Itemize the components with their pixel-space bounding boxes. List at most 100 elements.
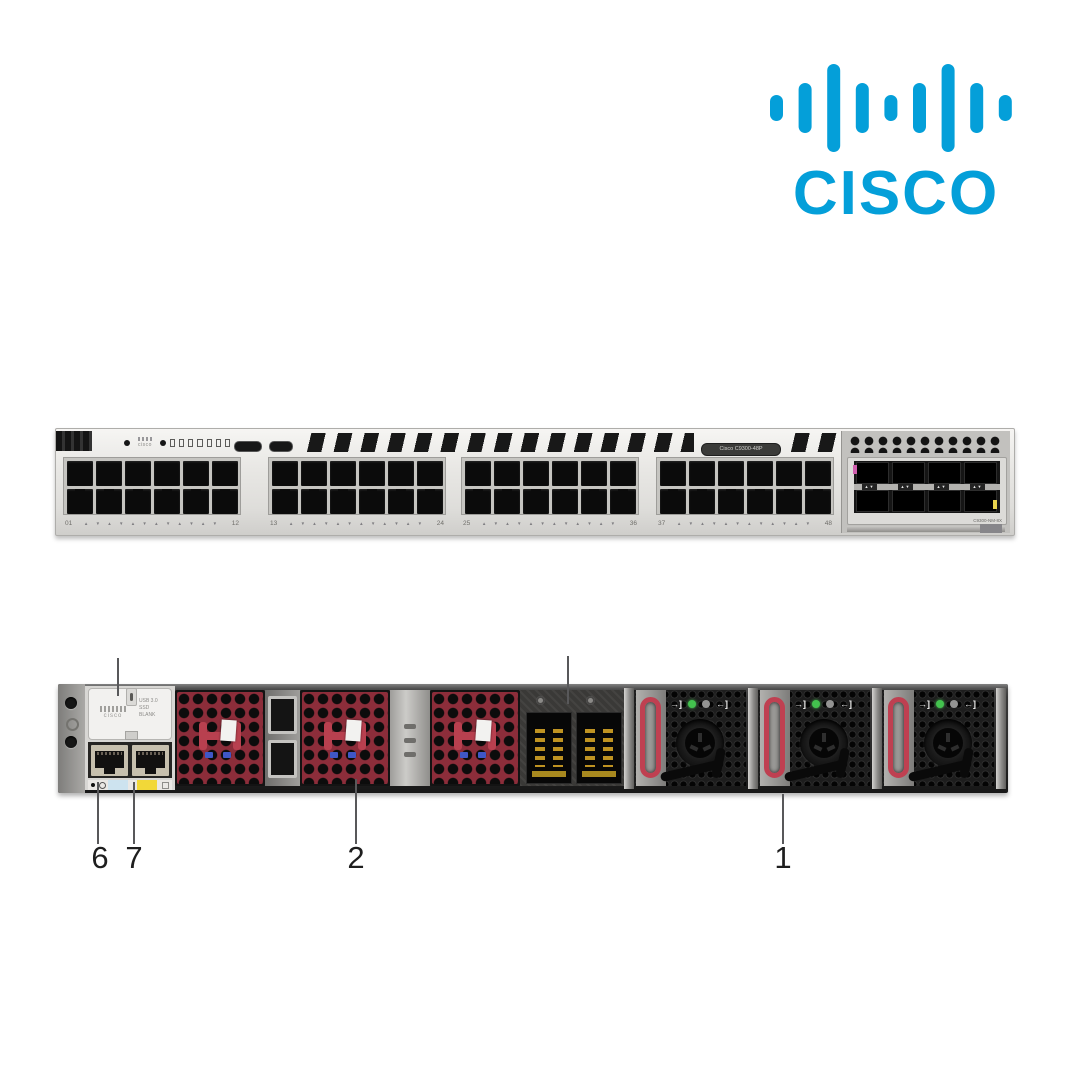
rj45-port [272, 461, 298, 486]
psu-input-icon: →] [918, 698, 930, 709]
psu-divider-rail [624, 688, 634, 789]
rj45-latch-tab [425, 489, 435, 493]
mode-button [124, 440, 130, 446]
rj45-port [183, 489, 209, 514]
rj45-port [125, 461, 151, 486]
rj45-port [523, 489, 549, 514]
port-number-strip: 37 ▲ ▼ ▲ ▼ ▲ ▼ ▲ ▼ ▲ ▼ ▲ ▼ 48 [656, 517, 834, 529]
fan-label-sticker [345, 719, 362, 742]
rj45-port [359, 489, 385, 514]
port-led-triangles: ▲ ▼ ▲ ▼ ▲ ▼ ▲ ▼ ▲ ▼ ▲ ▼ [676, 520, 814, 526]
rj45-port [96, 489, 122, 514]
rear-left-flange [58, 684, 85, 793]
fan-screw [478, 752, 486, 758]
module-slide-rail [847, 526, 1005, 532]
uplink-module-label: C9300-NM-8X [973, 518, 1002, 523]
port-number-strip: 13 ▲ ▼ ▲ ▼ ▲ ▼ ▲ ▼ ▲ ▼ ▲ ▼ 24 [268, 517, 446, 529]
rj45-latch-tab [396, 489, 406, 493]
fan-label-sticker [220, 719, 237, 742]
rj45-latch-tab [191, 489, 201, 493]
usb-ssd-blank-label: USB 3.0 SSD BLANK [139, 698, 158, 718]
rj45-port [465, 461, 491, 486]
cover-latch-screw [130, 693, 133, 701]
rj45-port [776, 489, 802, 514]
rj45-port [301, 489, 327, 514]
rj45-port [747, 461, 773, 486]
callout-number-7: 7 [125, 840, 143, 875]
rj45-latch-tab [75, 489, 85, 493]
rj45-latch-tab [668, 489, 678, 493]
usb-ssd-blank-cover: cisco USB 3.0 SSD BLANK [88, 688, 172, 740]
rj45-port [330, 461, 356, 486]
rj45-latch-tab [589, 489, 599, 493]
port-group-4 [656, 457, 834, 515]
cisco-logo: CISCO [752, 58, 1040, 228]
sfp-uplink-port [892, 490, 925, 512]
psu-ok-led [812, 699, 820, 708]
etched-ring [66, 718, 79, 731]
rj45-port [359, 461, 385, 486]
rj45-latch-tab [589, 482, 599, 486]
sfp-bail-latch: ▲▼ [934, 482, 949, 491]
psu-ok-led [936, 699, 944, 708]
fan-bracket [199, 732, 241, 740]
fan-module [175, 690, 265, 786]
cisco-wordmark: CISCO [792, 159, 1000, 228]
usb-c-port [269, 441, 293, 452]
rj45-port [301, 461, 327, 486]
sfp-uplink-port [964, 462, 997, 484]
front-panel-view: cisco Cisco C9300-48P 01 ▲ ▼ ▲ ▼ ▲ ▼ ▲ ▼… [55, 428, 1015, 536]
rj45-latch-tab [697, 482, 707, 486]
callout-line-stackwise [567, 656, 569, 704]
reset-button [160, 440, 166, 446]
cisco-mini-logo: cisco [97, 706, 129, 719]
stackwise-port [576, 712, 622, 784]
psu-led-row: →]←] [670, 697, 728, 710]
port-number: 13 [270, 519, 278, 527]
callout-number-1: 1 [774, 840, 792, 875]
rj45-latch-tab [502, 482, 512, 486]
front-vent-slots [783, 433, 838, 452]
callout-number-6: 6 [91, 840, 109, 875]
screw [586, 696, 595, 705]
callout-line-6 [97, 782, 99, 844]
sfp-uplink-port [892, 462, 925, 484]
power-supply-module: →]←] [634, 690, 746, 786]
rj45-port [805, 489, 831, 514]
mini-cisco-bars-icon [100, 706, 126, 712]
rj45-port [689, 461, 715, 486]
rear-port-label-strip [88, 780, 172, 790]
rj45-port [523, 461, 549, 486]
psu-divider-rail [748, 688, 758, 789]
power-supply-module: →]←] [882, 690, 994, 786]
led-legend-icons [170, 439, 230, 447]
rj45-port [417, 489, 443, 514]
rj45-latch-tab [784, 482, 794, 486]
sfp-latch-strip: ▲▼▲▼▲▼▲▼ [854, 482, 1000, 491]
rj45-port [330, 489, 356, 514]
port-number: 24 [436, 519, 444, 527]
sfp-uplink-port [928, 490, 961, 512]
port-number: 48 [824, 519, 832, 527]
port-number: 25 [463, 519, 471, 527]
rj45-latch-tab [309, 489, 319, 493]
module-vent-holes [850, 436, 1002, 453]
rj45-port [552, 461, 578, 486]
psu-divider-rail [872, 688, 882, 789]
rj45-port [805, 461, 831, 486]
psu-led-row: →]←] [794, 697, 852, 710]
callout-line-1 [782, 794, 784, 844]
power-icon [99, 782, 106, 789]
psu-output-icon: ←] [840, 698, 852, 709]
mgmt-port-label [108, 780, 128, 790]
screw [536, 696, 545, 705]
rj45-port [417, 461, 443, 486]
rj45-latch-tab [618, 489, 628, 493]
rear-port-recess [88, 742, 172, 778]
rj45-latch-tab [396, 482, 406, 486]
psu-handle [640, 697, 661, 778]
callout-number-2: 2 [347, 840, 365, 875]
rj45-port [272, 489, 298, 514]
psu-input-icon: →] [670, 698, 682, 709]
